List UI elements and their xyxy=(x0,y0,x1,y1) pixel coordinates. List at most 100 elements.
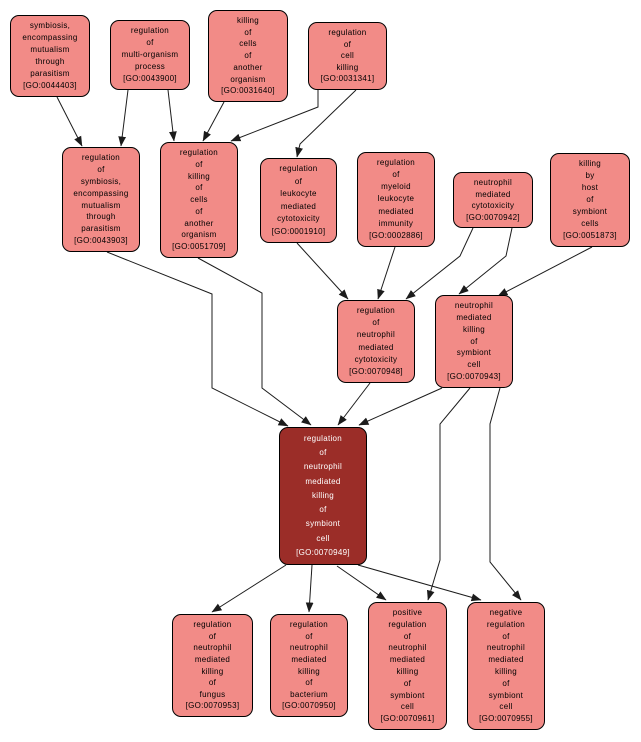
go-node-label-line: leukocyte xyxy=(377,194,415,204)
go-node-label-line: [GO:0002886] xyxy=(369,230,423,240)
go-node-label-line: [GO:0070943] xyxy=(447,372,501,382)
go-node-label-line: parasitism xyxy=(30,69,70,78)
go-node-label-line: mediated xyxy=(488,655,524,665)
go-node-label-line: symbiosis, xyxy=(29,21,71,30)
go-node-label-line: neutrophil xyxy=(356,330,396,340)
edge-GO-0070943-to-GO-0070949 xyxy=(358,387,443,426)
go-node-label-line: mediated xyxy=(378,206,414,216)
go-node-label-line: regulation xyxy=(130,26,170,35)
edge-GO-0002886-to-GO-0070948 xyxy=(377,246,396,300)
edge-GO-0051873-to-GO-0070943 xyxy=(497,246,593,297)
go-node-label-line: organism xyxy=(181,230,217,240)
go-node-label-line: neutrophil xyxy=(473,178,513,187)
go-node-label-line: [GO:0070955] xyxy=(479,714,533,724)
edge-GO-0043903-to-GO-0070949 xyxy=(106,251,289,427)
go-node-label-line: of xyxy=(305,631,313,641)
go-node-label-line: bacterium xyxy=(290,689,328,699)
go-node-label-line: through xyxy=(35,57,65,66)
go-node-label-line: symbiont xyxy=(390,690,425,700)
go-node-label-line: [GO:0043900] xyxy=(123,74,177,83)
go-node-label-line: of xyxy=(403,631,412,641)
go-node-label-line: encompassing xyxy=(22,33,78,42)
edge-GO-0043900-to-GO-0043903 xyxy=(118,89,129,147)
go-node-label-line: regulation xyxy=(486,619,526,629)
go-node-label-line: cells xyxy=(581,219,599,228)
edge-GO-0070949-to-GO-0070950 xyxy=(305,564,314,613)
go-node-label-line: cytotoxicity xyxy=(354,354,398,364)
edge-GO-0043900-to-GO-0051709 xyxy=(167,89,177,142)
go-node-label-line: of xyxy=(319,505,327,515)
go-node-label-line: parasitism xyxy=(81,224,121,234)
go-node-label-line: cells xyxy=(239,39,257,49)
go-node-label-line: killing xyxy=(297,666,321,676)
go-node-label-line: cell xyxy=(499,702,513,712)
go-node-label-line: of xyxy=(195,183,203,193)
go-node-label-line: of xyxy=(343,39,352,49)
go-node-label-line: mutualism xyxy=(81,200,121,210)
go-node-label-line: cell xyxy=(316,533,330,543)
go-node-label-line: by xyxy=(585,171,595,180)
go-node-label-line: host xyxy=(581,183,599,192)
go-node-label-line: [GO:0044403] xyxy=(23,81,77,90)
go-node-label-line: killing xyxy=(396,667,419,676)
go-node-label-line: another xyxy=(233,62,263,72)
go-node-label-line: cells xyxy=(190,195,208,205)
go-node-label-line: neutrophil xyxy=(193,643,232,653)
go-node-label-line: [GO:0031640] xyxy=(221,86,275,96)
go-node-GO-0070942[interactable]: neutrophil mediated cytotoxicity [GO:007094… xyxy=(453,172,533,228)
go-node-label-line: of xyxy=(244,51,252,61)
go-node-label-line: of xyxy=(294,176,303,186)
go-node-label-line: another xyxy=(184,218,214,228)
go-node-label-line: mediated xyxy=(291,654,327,664)
go-node-label-line: symbiosis, xyxy=(80,176,122,186)
go-node-label-line: [GO:0001910] xyxy=(271,226,326,236)
go-node-label-line: of xyxy=(403,678,412,688)
go-node-label-line: regulation xyxy=(328,28,367,38)
go-node-label-line: symbiont xyxy=(572,207,608,216)
go-node-label-line: regulation xyxy=(279,164,318,173)
go-node-label-line: [GO:0070942] xyxy=(466,212,520,222)
go-node-label-line: of xyxy=(470,336,478,346)
edge-GO-0070949-to-GO-0070955 xyxy=(357,564,482,602)
go-node-label-line: [GO:0070950] xyxy=(282,701,336,711)
go-node-label-line: killing xyxy=(187,171,211,181)
go-node-label-line: of xyxy=(372,318,380,328)
go-node-label-line: neutrophil xyxy=(303,462,343,472)
go-node-label-line: killing xyxy=(236,16,260,26)
edge-GO-0070949-to-GO-0070953 xyxy=(211,564,287,613)
go-node-label-line: mediated xyxy=(475,189,511,199)
go-node-label-line: of xyxy=(208,678,217,688)
go-node-label-line: [GO:0070961] xyxy=(380,714,435,724)
go-node-label-line: killing xyxy=(578,159,602,168)
go-node-label-line: cytotoxicity xyxy=(471,201,515,210)
go-node-label-line: regulation xyxy=(388,619,427,629)
go-node-label-line: multi-organism xyxy=(121,50,179,59)
go-node-label-line: positive xyxy=(392,608,423,618)
go-node-label-line: regulation xyxy=(289,620,329,629)
go-node-label-line: of xyxy=(195,206,203,216)
go-node-label-line: neutrophil xyxy=(454,300,494,310)
go-node-label-line: cell xyxy=(467,360,481,370)
go-node-label-line: [GO:0070948] xyxy=(349,366,403,376)
go-node-label-line: of xyxy=(97,164,105,174)
edge-GO-0031341-to-GO-0001910 xyxy=(295,89,357,158)
go-node-label-line: negative xyxy=(489,608,523,618)
edge-GO-0044403-to-GO-0043903 xyxy=(56,96,83,147)
go-node-label-line: regulation xyxy=(179,147,219,157)
